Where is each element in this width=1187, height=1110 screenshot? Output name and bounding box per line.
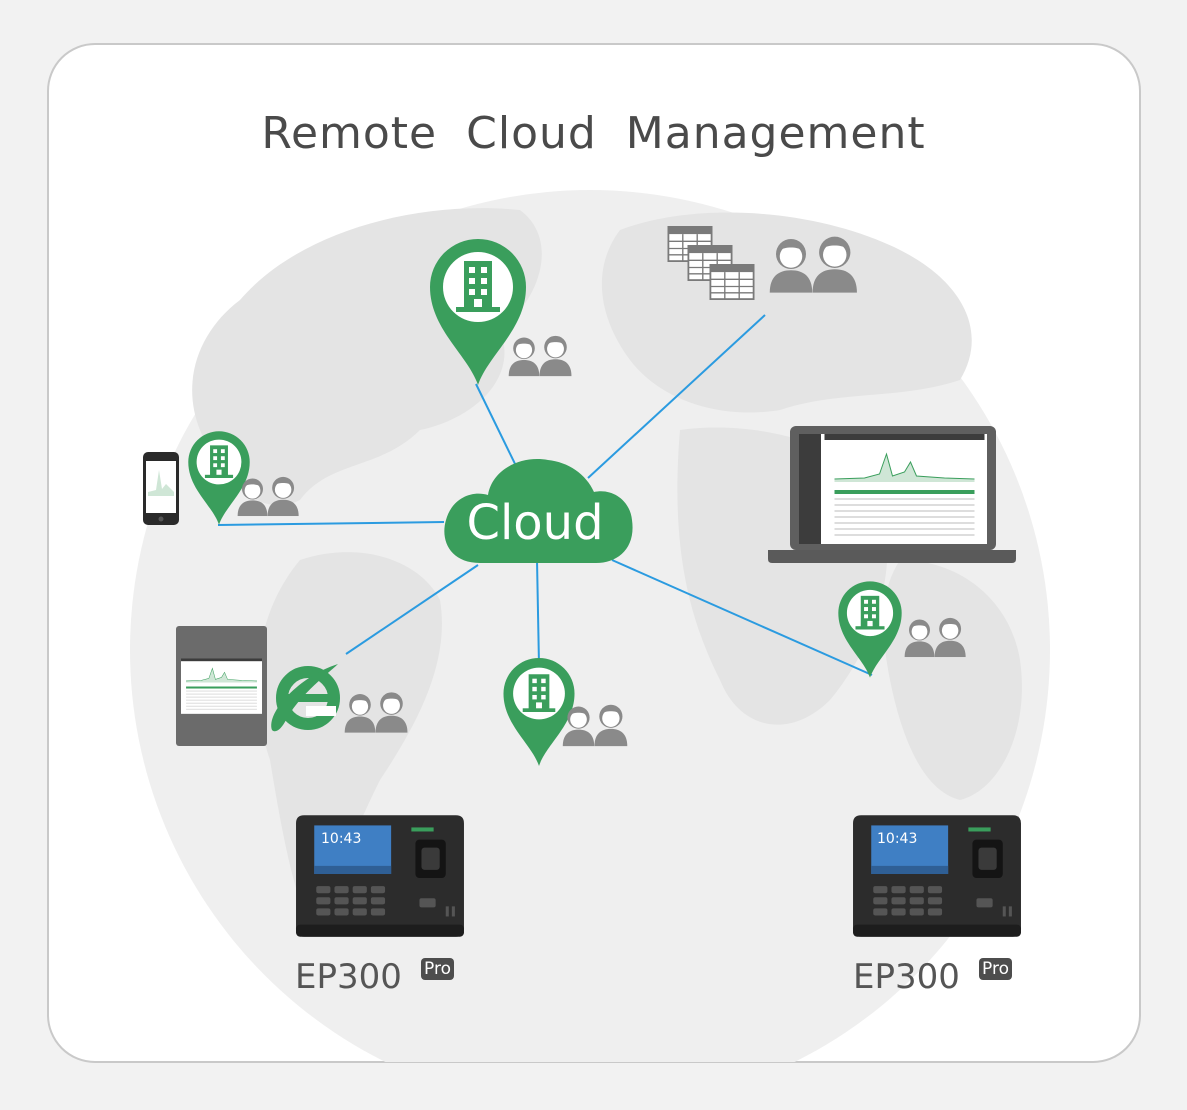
device-label-suffix: Pro <box>979 958 1012 980</box>
device-label: EP300 <box>295 957 402 997</box>
terminal-device-icon: 10:43 <box>853 815 1021 937</box>
spreadsheet-icon <box>709 264 755 300</box>
smartphone-icon <box>143 452 179 525</box>
link-top-pin <box>475 383 519 471</box>
connection-lines <box>217 314 873 676</box>
tablet-icon <box>176 626 267 746</box>
terminal-device-icon: 10:43 <box>296 815 464 937</box>
terminal-screen-time: 10:43 <box>321 831 361 847</box>
terminal-screen-time: 10:43 <box>877 831 917 847</box>
internet-explorer-icon <box>271 664 340 732</box>
link-bottom-pin <box>536 559 540 666</box>
page-title: Remote Cloud Management <box>261 108 926 159</box>
link-spreadsheet-users <box>587 314 766 479</box>
device-label-suffix: Pro <box>421 958 454 980</box>
link-right-pin <box>611 559 873 676</box>
link-mobile <box>217 521 445 526</box>
laptop-icon <box>768 426 1016 563</box>
cloud-label: Cloud <box>466 495 604 551</box>
link-web <box>345 564 479 655</box>
cloud-icon <box>444 459 633 563</box>
device-label: EP300 <box>853 957 960 997</box>
